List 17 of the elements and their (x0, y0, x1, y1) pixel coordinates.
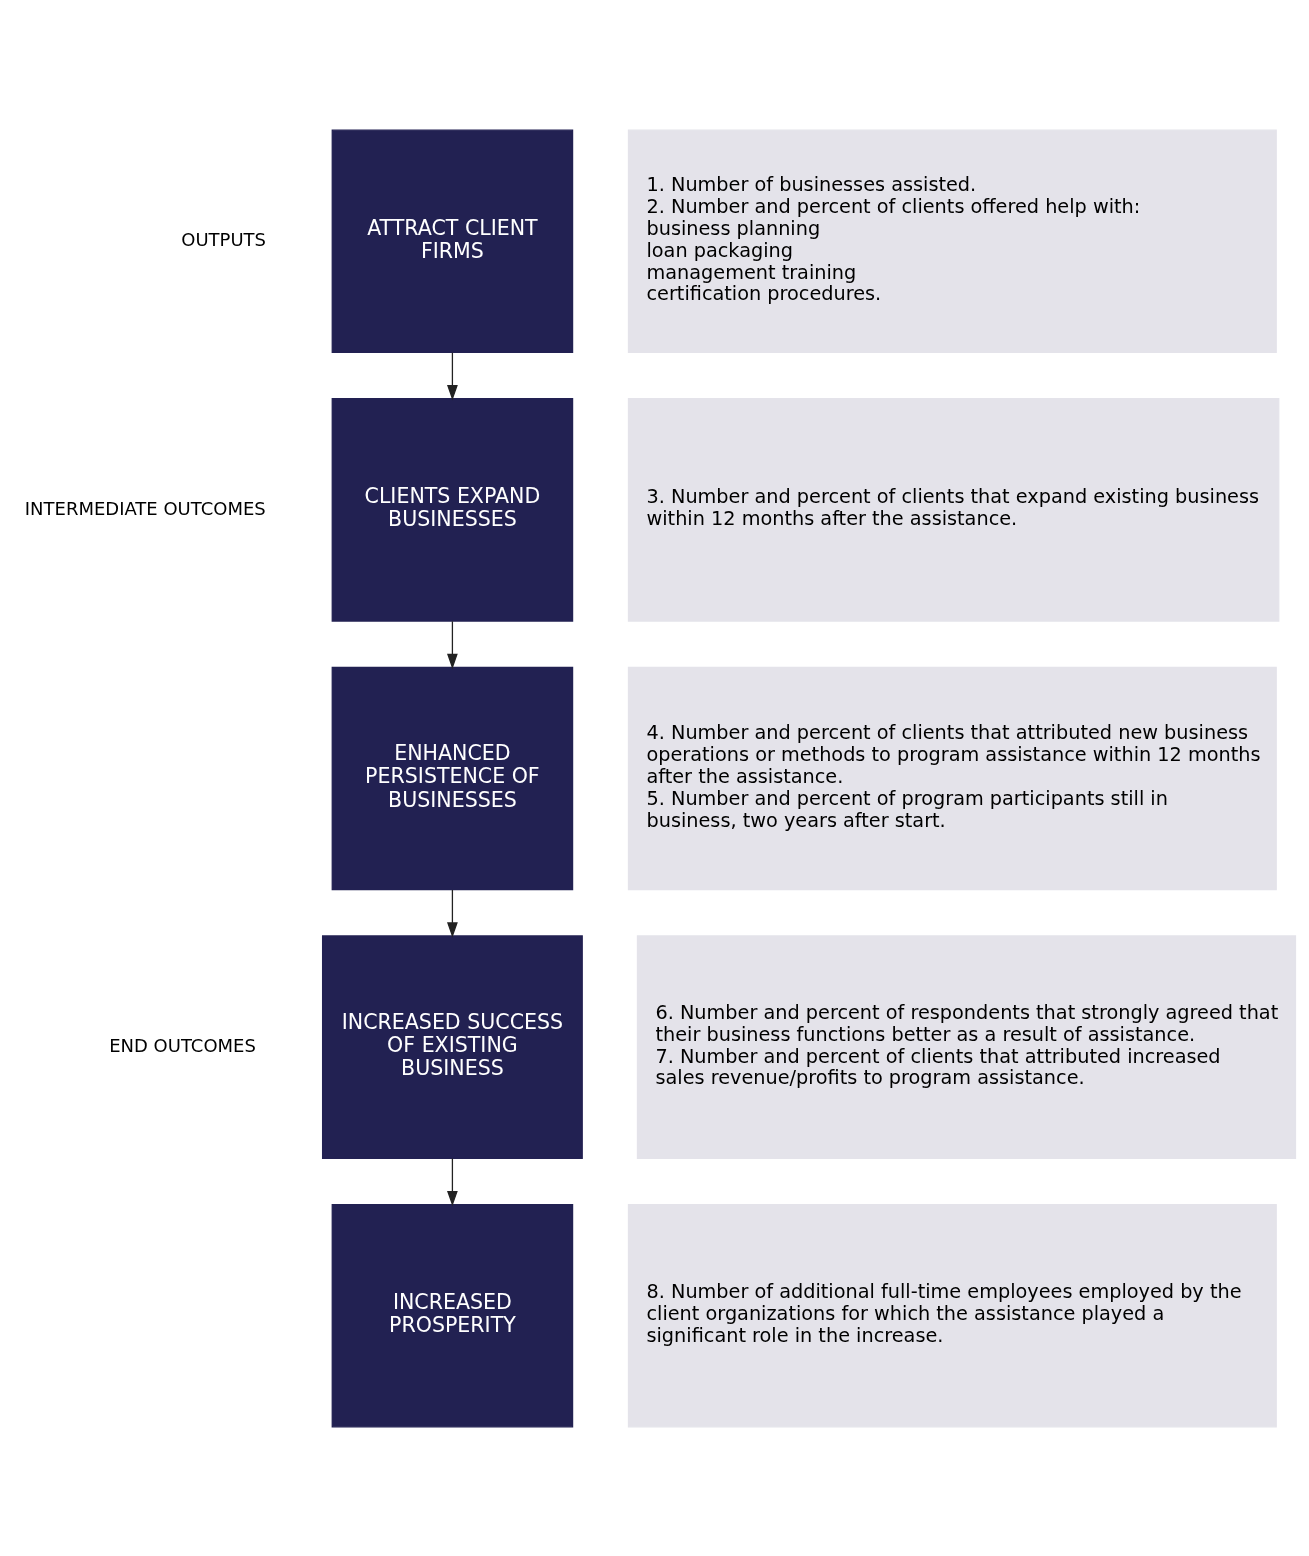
node-box: 8. Number of additional full-time employees employed by the client organizations for which the assistance played a significant role in the increase. (627, 1203, 1277, 1427)
node-box: INCREASED PROSPERITY (331, 1203, 574, 1427)
node-box: 4. Number and percent of clients that attributed new business operations or methods to program assistance within 12 months after the assistance. 5. Number and percent of program participants still in business, two years after start. (627, 666, 1277, 890)
arrow (447, 1157, 458, 1206)
arrow (447, 620, 458, 669)
arrow (447, 888, 458, 938)
node-box: INCREASED SUCCESS OF EXISTING BUSINESS (321, 934, 583, 1159)
node-box: 1. Number of businesses assisted. 2. Number and percent of clients offered help with: business planning loan packaging management training certification procedures. (627, 129, 1277, 353)
label: OUTPUTS (181, 228, 267, 250)
node-box: CLIENTS EXPAND BUSINESSES (331, 397, 574, 622)
node-box: 6. Number and percent of respondents that strongly agreed that their business functions better as a result of assistance. 7. Number and percent of clients that attributed increased sales revenue/profits to program assistance. (636, 934, 1297, 1159)
label: INTERMEDIATE OUTCOMES (24, 497, 266, 519)
arrow (447, 351, 458, 401)
node-box: 3. Number and percent of clients that expand existing business within 12 months after the assistance. (627, 397, 1280, 622)
node-box: ATTRACT CLIENT FIRMS (331, 129, 574, 353)
label: END OUTCOMES (109, 1034, 256, 1056)
node-box: ENHANCED PERSISTENCE OF BUSINESSES (331, 666, 574, 890)
